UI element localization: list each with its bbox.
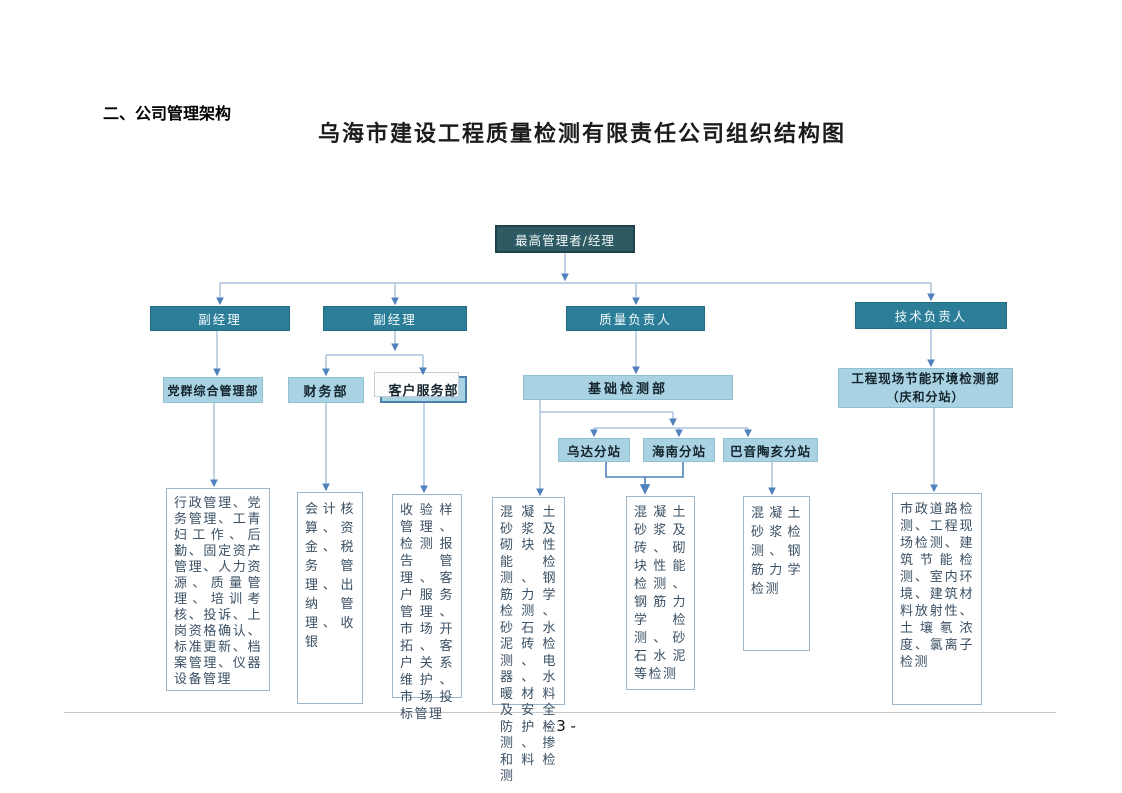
org-node-bayintaohai-station: 巴音陶亥分站: [723, 438, 818, 462]
org-node-site-energy-env-dept: 工程现场节能环境检测部 （庆和分站）: [838, 368, 1013, 408]
org-node-deputy-manager-1: 副经理: [150, 306, 290, 331]
page-number: - 3 -: [546, 717, 576, 735]
duty-box-basic-testing: 混凝土砂浆及砌块性能检测、钢筋力学检测、砂石水泥砖检测、电器、水暖材料及安全防护…: [492, 497, 565, 784]
section-heading: 二、公司管理架构: [103, 104, 232, 123]
org-node-deputy-manager-2: 副经理: [323, 306, 467, 331]
org-chart-title: 乌海市建设工程质量检测有限责任公司组织结构图: [317, 122, 846, 147]
duty-box-site-energy-env: 市政道路检测、工程现场检测、建筑节能检测、室内环境、建筑材料放射性、土壤氡浓度、…: [892, 493, 982, 705]
org-node-basic-testing-dept: 基础检测部: [523, 375, 733, 400]
duty-box-customer-service: 收验样管理、检测报告管理、客户服务管理、市场开拓、客户关系维护、市场投标管理: [392, 494, 462, 722]
duty-box-bayintaohai-station: 混凝土砂浆检测、钢筋力学检测: [743, 496, 810, 651]
org-node-technical-director: 技术负责人: [855, 302, 1007, 329]
org-node-party-admin-dept: 党群综合管理部: [163, 377, 263, 403]
dept-branch-line: （庆和分站）: [886, 390, 965, 405]
dept-name-line: 工程现场节能环境检测部: [851, 371, 1000, 387]
duty-box-wuda-hainan-stations: 混凝土砂浆及砖、砌块性能检测、钢筋力学检测、砂石水泥等检测: [626, 496, 695, 690]
duty-box-party-admin: 行政管理、党务管理、工青妇工作、后勤、固定资产管理、人力资源、质量管理、培训考核…: [166, 488, 270, 691]
org-node-quality-director: 质量负责人: [566, 306, 705, 331]
org-node-finance-dept: 财务部: [288, 377, 364, 403]
org-node-customer-service-dept: 客户服务部: [374, 372, 467, 403]
org-node-top-manager: 最高管理者/经理: [495, 225, 635, 253]
org-node-wuda-station: 乌达分站: [558, 438, 630, 462]
footer-divider: [64, 712, 1056, 713]
org-node-hainan-station: 海南分站: [643, 438, 715, 462]
duty-box-finance: 会计核算、资金、税务管理、出纳管理、收银: [297, 492, 363, 704]
